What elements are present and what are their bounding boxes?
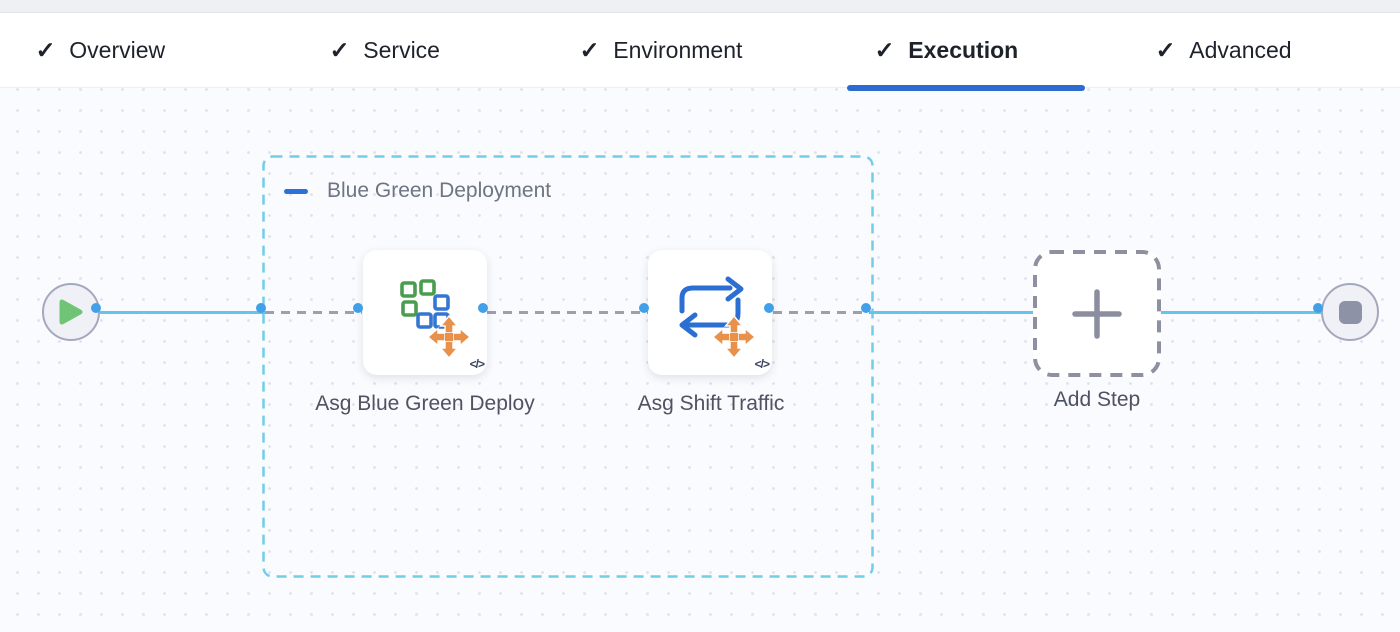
port-step1-out[interactable] [477, 302, 488, 313]
tab-advanced[interactable]: ✓ Advanced [1156, 13, 1292, 88]
code-icon: </> [469, 357, 485, 371]
move-arrows-icon [711, 314, 757, 360]
code-icon: </> [754, 357, 770, 371]
move-arrows-icon [426, 314, 472, 360]
port-step1-in[interactable] [352, 302, 363, 313]
step-group-header: Blue Green Deployment [284, 179, 551, 203]
check-icon: ✓ [579, 37, 600, 63]
tab-overview[interactable]: ✓ Overview [35, 13, 166, 88]
collapse-group-button[interactable] [284, 183, 310, 199]
play-icon [59, 299, 83, 325]
add-step-button[interactable] [1033, 250, 1161, 377]
add-step-border [1033, 250, 1161, 377]
top-strip [0, 0, 1400, 13]
check-icon: ✓ [35, 37, 56, 63]
port-end-in[interactable] [1312, 302, 1323, 313]
pipeline-canvas[interactable]: Blue Green Deployment [0, 88, 1400, 632]
edge-step1-to-step2 [487, 310, 648, 314]
tab-label: Overview [69, 37, 166, 63]
edge-start-to-group [100, 310, 265, 314]
check-icon: ✓ [329, 37, 350, 63]
tab-service[interactable]: ✓ Service [330, 13, 440, 88]
port-start-out[interactable] [90, 302, 101, 313]
step-card-asg-blue-green-deploy[interactable]: </> [363, 250, 487, 375]
port-step2-out[interactable] [763, 302, 774, 313]
check-icon: ✓ [1155, 37, 1176, 63]
start-node [42, 283, 100, 341]
port-group-out[interactable] [860, 302, 871, 313]
port-group-in[interactable] [255, 302, 266, 313]
step-card-asg-shift-traffic[interactable]: </> [648, 250, 772, 375]
tab-environment[interactable]: ✓ Environment [579, 13, 743, 88]
step-group-border [262, 155, 874, 578]
port-step2-in[interactable] [638, 302, 649, 313]
step-group-blue-green-deployment: Blue Green Deployment [262, 155, 874, 578]
minus-icon [284, 188, 308, 194]
tab-label: Environment [613, 37, 743, 63]
step-group-label: Blue Green Deployment [327, 179, 552, 202]
active-tab-underline [847, 85, 1085, 91]
tab-label: Execution [908, 37, 1019, 63]
step-label-asg-shift-traffic: Asg Shift Traffic [637, 392, 785, 415]
tab-label: Advanced [1189, 37, 1292, 63]
tab-execution[interactable]: ✓ Execution [874, 13, 1019, 88]
add-step-label: Add Step [1053, 388, 1141, 411]
stage-config-tabbar: ✓ Overview ✓ Service ✓ Environment ✓ Exe… [0, 13, 1400, 91]
edge-group-to-step1 [265, 310, 362, 314]
stop-icon [1338, 300, 1362, 324]
edge-step2-to-groupout [773, 310, 870, 314]
plus-icon [1072, 288, 1122, 339]
step-label-asg-blue-green-deploy: Asg Blue Green Deploy [315, 392, 535, 415]
check-icon: ✓ [874, 37, 895, 63]
tab-label: Service [363, 37, 440, 63]
asg-blue-green-deploy-icon [400, 279, 472, 360]
end-node [1321, 283, 1379, 341]
asg-shift-traffic-icon [679, 276, 757, 360]
